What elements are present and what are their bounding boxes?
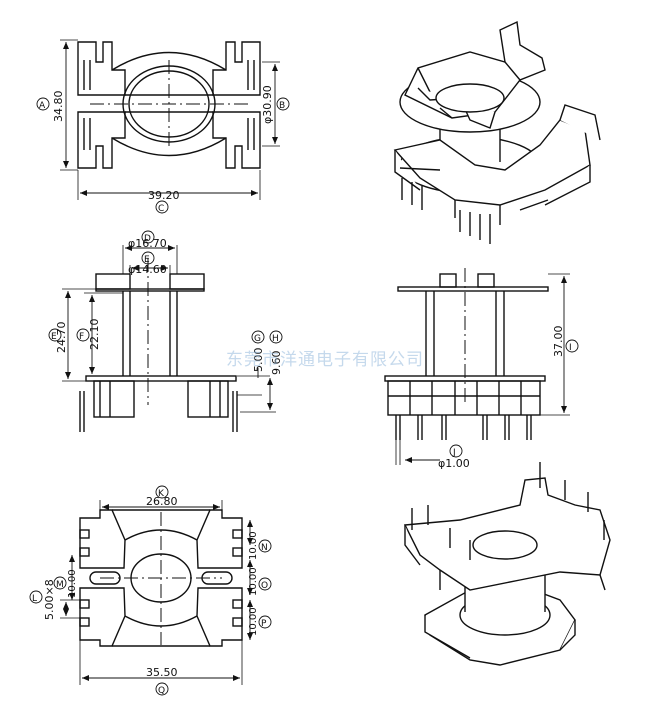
front-view <box>48 230 283 432</box>
top-callout-a: A <box>39 101 46 111</box>
side-callout-i: I <box>569 343 572 353</box>
bobbin-iso-bottom <box>403 462 611 666</box>
top-view <box>36 39 290 214</box>
bottom-callout-m: M <box>56 580 64 590</box>
front-dim-g: 5.00 <box>252 348 265 373</box>
bobbin-iso-top <box>393 20 601 244</box>
bottom-dim-o: 10.00 <box>248 567 259 596</box>
front-dim-outer-h: 24.70 <box>55 322 68 354</box>
bottom-dim-n: 10.00 <box>248 531 259 560</box>
watermark: 东莞市洋通电子有限公司 <box>226 350 424 370</box>
bottom-view <box>29 485 272 696</box>
front-callout-f: F <box>79 332 84 342</box>
bottom-callout-p: P <box>261 619 267 629</box>
top-dim-a: 34.80 <box>52 91 65 123</box>
top-dim-c: 39.20 <box>148 189 180 202</box>
front-dim-d: φ16.70 <box>128 237 167 250</box>
front-callout-e: E <box>144 255 150 265</box>
top-callout-c: C <box>158 204 164 214</box>
front-callout-outer-h: E <box>51 332 57 342</box>
bottom-callout-q: Q <box>158 686 165 696</box>
bottom-dim-p: 10.00 <box>248 607 259 636</box>
top-dim-b: φ30.90 <box>261 85 274 124</box>
front-callout-d: D <box>144 234 151 244</box>
bottom-dim-k: 26.80 <box>146 495 178 508</box>
bottom-callout-n: N <box>261 543 268 553</box>
bottom-callout-o: O <box>261 581 268 591</box>
front-dim-e: φ14.60 <box>128 263 167 276</box>
front-dim-f: 22.10 <box>88 319 101 351</box>
bottom-dim-l: 5.00×8 <box>43 579 56 620</box>
top-callout-b: B <box>279 101 285 111</box>
front-callout-h: H <box>272 334 279 344</box>
side-callout-j: J <box>452 448 456 458</box>
side-view <box>384 268 579 465</box>
bottom-dim-q: 35.50 <box>146 666 178 679</box>
side-dim-i: 37.00 <box>552 326 565 358</box>
bottom-callout-k: K <box>158 489 165 499</box>
bottom-dim-m: 10.00 <box>67 569 78 598</box>
bottom-callout-l: L <box>32 594 37 604</box>
front-dim-h: 9.60 <box>270 351 283 376</box>
front-callout-g: G <box>254 334 261 344</box>
side-dim-j: φ1.00 <box>438 457 470 470</box>
